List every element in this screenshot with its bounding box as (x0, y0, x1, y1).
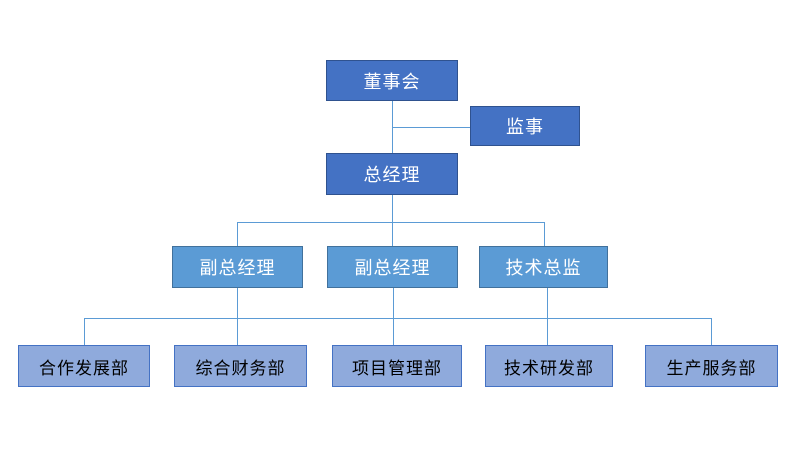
org-node-deputy-gm-1[interactable]: 副总经理 (172, 246, 303, 288)
connector-row3-distribution (84, 318, 711, 319)
connector-tech-director-down (547, 288, 548, 345)
connector-stub-dept-cooperation (84, 318, 85, 345)
connector-stub-tech-director (544, 222, 545, 246)
connector-stub-deputy1 (237, 222, 238, 246)
connector-deputy1-down (237, 288, 238, 345)
connector-gm-down (392, 195, 393, 222)
org-node-supervisor[interactable]: 监事 (470, 106, 580, 146)
org-node-dept-project[interactable]: 项目管理部 (332, 345, 462, 387)
org-node-dept-production[interactable]: 生产服务部 (645, 345, 778, 387)
org-node-deputy-gm-2[interactable]: 副总经理 (327, 246, 458, 288)
connector-stub-dept-production (711, 318, 712, 345)
org-node-dept-rnd[interactable]: 技术研发部 (485, 345, 613, 387)
connector-row2-distribution (237, 222, 545, 223)
connector-stub-deputy2 (392, 222, 393, 246)
connector-board-supervisor (392, 127, 470, 128)
org-node-tech-director[interactable]: 技术总监 (479, 246, 608, 288)
org-node-dept-finance[interactable]: 综合财务部 (174, 345, 307, 387)
org-node-gm[interactable]: 总经理 (326, 153, 458, 195)
org-node-dept-cooperation[interactable]: 合作发展部 (18, 345, 150, 387)
connector-deputy2-down (393, 288, 394, 345)
org-node-board[interactable]: 董事会 (326, 60, 458, 101)
